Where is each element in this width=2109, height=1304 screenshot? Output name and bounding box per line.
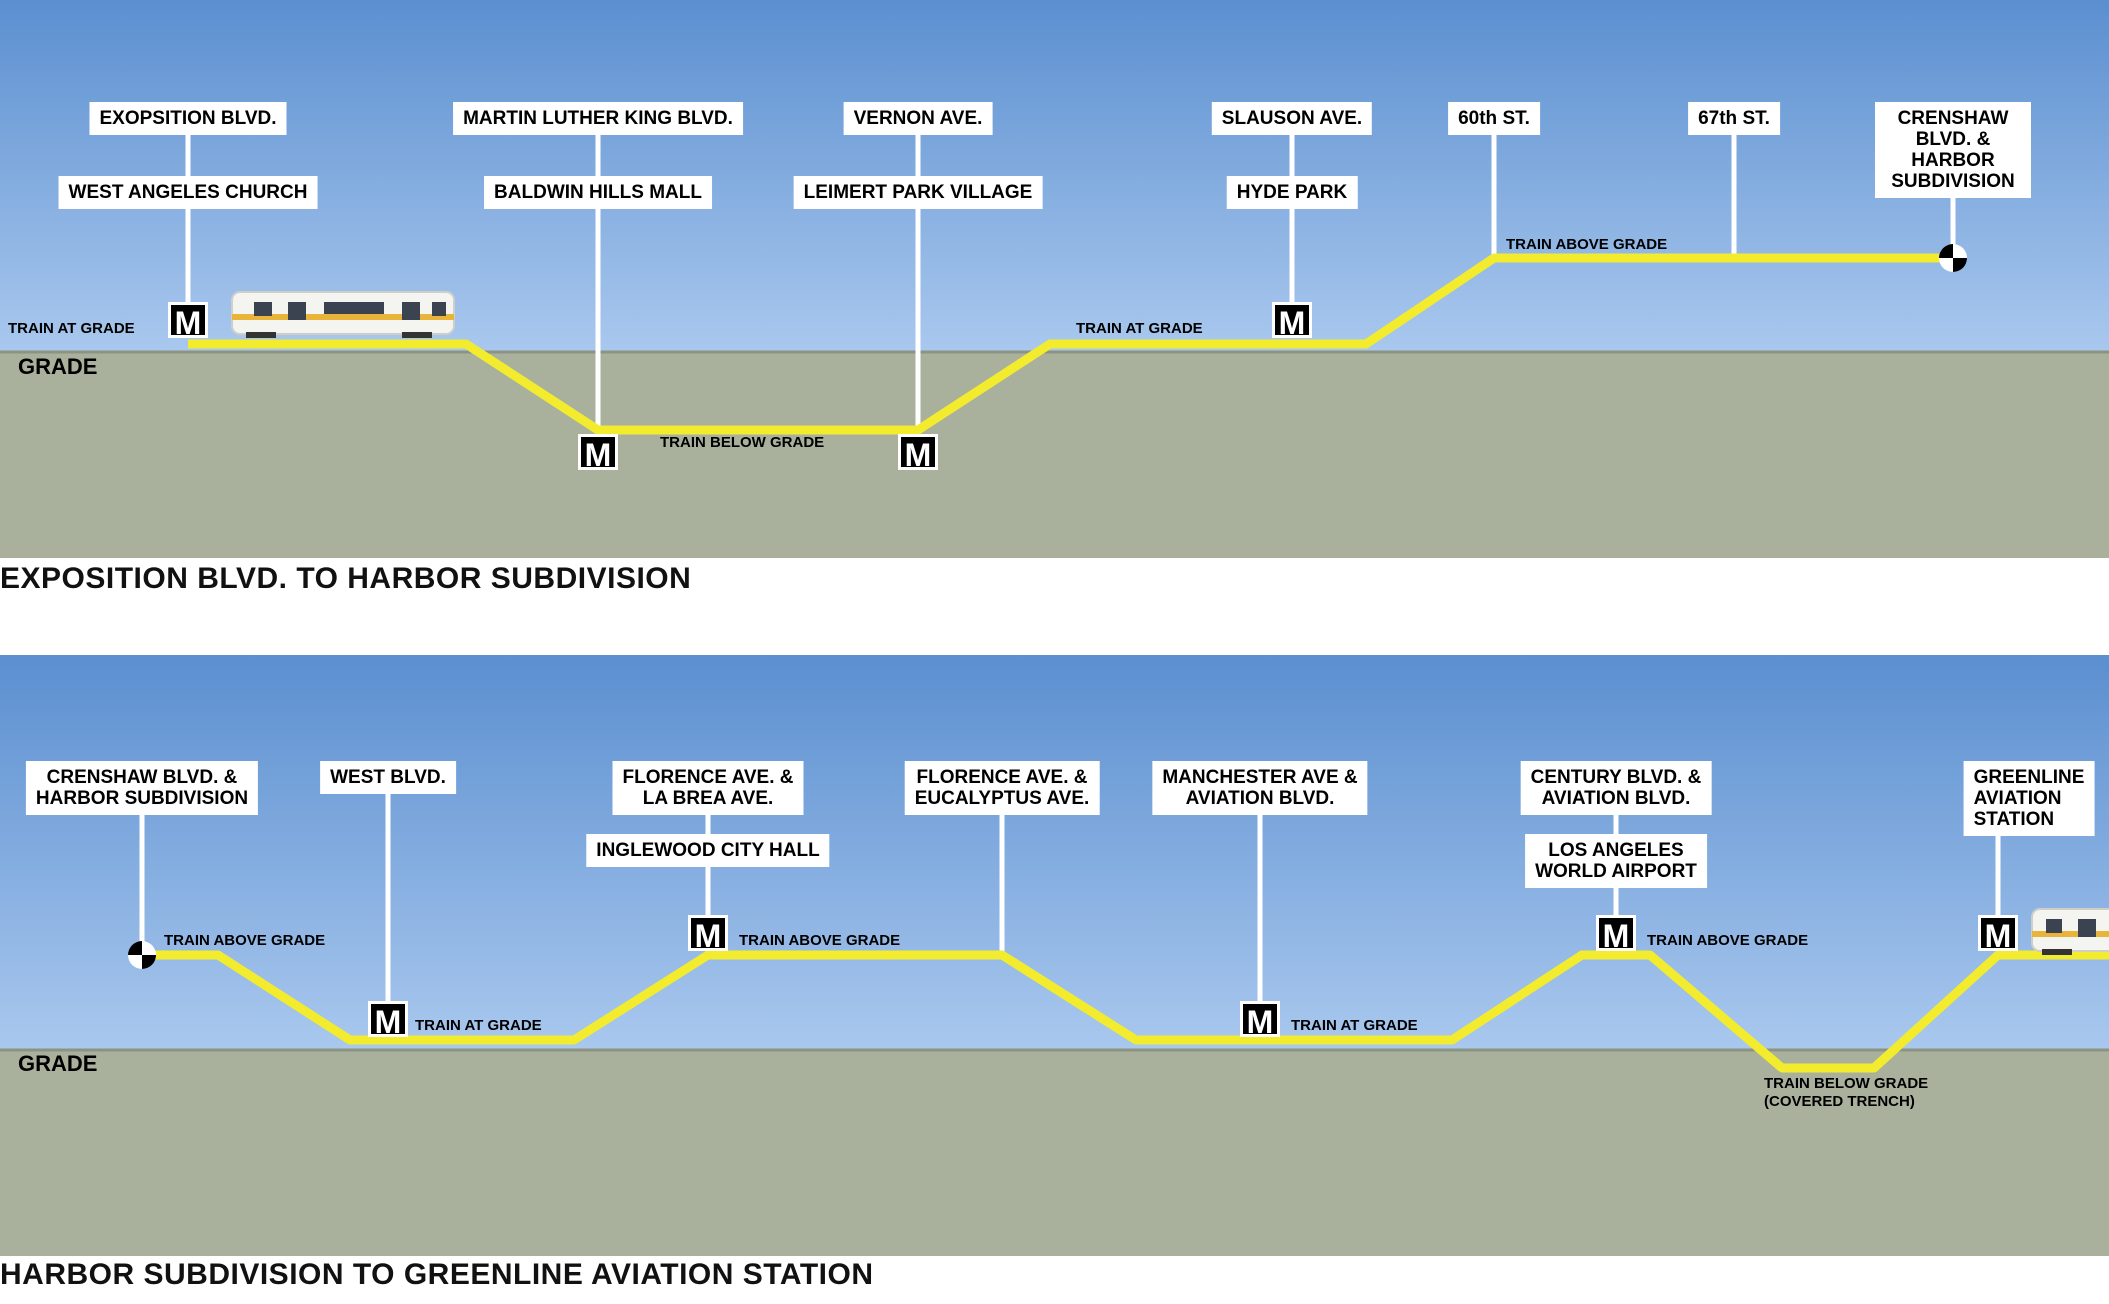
train-icon xyxy=(2031,908,2109,955)
station-label: MARTIN LUTHER KING BLVD. xyxy=(453,102,743,135)
bottom-profile-panel: CRENSHAW BLVD. & HARBOR SUBDIVISION WEST… xyxy=(0,655,2109,1256)
track-profile xyxy=(188,253,1953,435)
metro-station-icon: M xyxy=(578,434,618,473)
station-label: 60th ST. xyxy=(1448,102,1540,135)
grade-label: GRADE xyxy=(18,354,98,379)
segment-label: TRAIN AT GRADE xyxy=(1076,320,1203,337)
ground xyxy=(0,1050,2109,1256)
station-label: BALDWIN HILLS MALL xyxy=(484,176,712,209)
station-label: WEST BLVD. xyxy=(320,761,456,794)
station-label: FLORENCE AVE. & EUCALYPTUS AVE. xyxy=(904,761,1100,815)
metro-station-icon: M xyxy=(1240,1001,1280,1040)
metro-station-icon: M xyxy=(898,434,938,473)
station-label: LEIMERT PARK VILLAGE xyxy=(793,176,1043,209)
station-label: 67th ST. xyxy=(1688,102,1780,135)
track-profile xyxy=(142,950,2109,1073)
station-label: SLAUSON AVE. xyxy=(1211,102,1373,135)
segment-label: TRAIN ABOVE GRADE xyxy=(739,932,901,949)
metro-station-icon: M xyxy=(1272,302,1312,341)
grade-label: GRADE xyxy=(18,1051,98,1076)
metro-station-icon: M xyxy=(168,302,208,341)
segment-label: TRAIN BELOW GRADE xyxy=(660,434,825,451)
bottom-panel-caption: HARBOR SUBDIVISION TO GREENLINE AVIATION… xyxy=(0,1258,874,1291)
station-label: MANCHESTER AVE & AVIATION BLVD. xyxy=(1152,761,1368,815)
metro-station-icon: M xyxy=(1596,915,1636,954)
station-label: CRENSHAW BLVD. & HARBOR SUBDIVISION xyxy=(25,761,259,815)
metro-station-icon: M xyxy=(688,915,728,954)
metro-station-icon: M xyxy=(368,1001,408,1040)
metro-station-icon: M xyxy=(1978,915,2018,954)
segment-label: TRAIN ABOVE GRADE xyxy=(164,932,326,949)
top-panel-caption: EXPOSITION BLVD. TO HARBOR SUBDIVISION xyxy=(0,562,692,595)
station-label: INGLEWOOD CITY HALL xyxy=(586,834,830,867)
segment-label: TRAIN ABOVE GRADE xyxy=(1506,236,1668,253)
segment-label: TRAIN AT GRADE xyxy=(1291,1017,1418,1034)
terminus-marker-icon xyxy=(128,941,156,969)
station-label: VERNON AVE. xyxy=(843,102,993,135)
station-label: CENTURY BLVD. & AVIATION BLVD. xyxy=(1520,761,1712,815)
station-label: LOS ANGELES WORLD AIRPORT xyxy=(1525,834,1707,888)
segment-label: TRAIN AT GRADE xyxy=(8,320,135,337)
station-label: CRENSHAW BLVD. & HARBOR SUBDIVISION xyxy=(1875,102,2031,198)
segment-label: TRAIN ABOVE GRADE xyxy=(1647,932,1809,949)
segment-label: TRAIN BELOW GRADE (COVERED TRENCH) xyxy=(1764,1075,1929,1110)
segment-label: TRAIN AT GRADE xyxy=(415,1017,542,1034)
bottom-profile-drawing xyxy=(0,655,2109,1256)
station-label: HYDE PARK xyxy=(1226,176,1358,209)
terminus-marker-icon xyxy=(1939,244,1967,272)
station-label: EXOPSITION BLVD. xyxy=(89,102,287,135)
station-label: WEST ANGELES CHURCH xyxy=(58,176,318,209)
top-profile-panel: EXOPSITION BLVD. WEST ANGELES CHURCH MAR… xyxy=(0,0,2109,558)
station-label: FLORENCE AVE. & LA BREA AVE. xyxy=(612,761,804,815)
train-icon xyxy=(231,291,455,338)
ground xyxy=(0,352,2109,558)
top-profile-drawing xyxy=(0,0,2109,558)
station-label: GREENLINE AVIATION STATION xyxy=(1963,761,2095,836)
